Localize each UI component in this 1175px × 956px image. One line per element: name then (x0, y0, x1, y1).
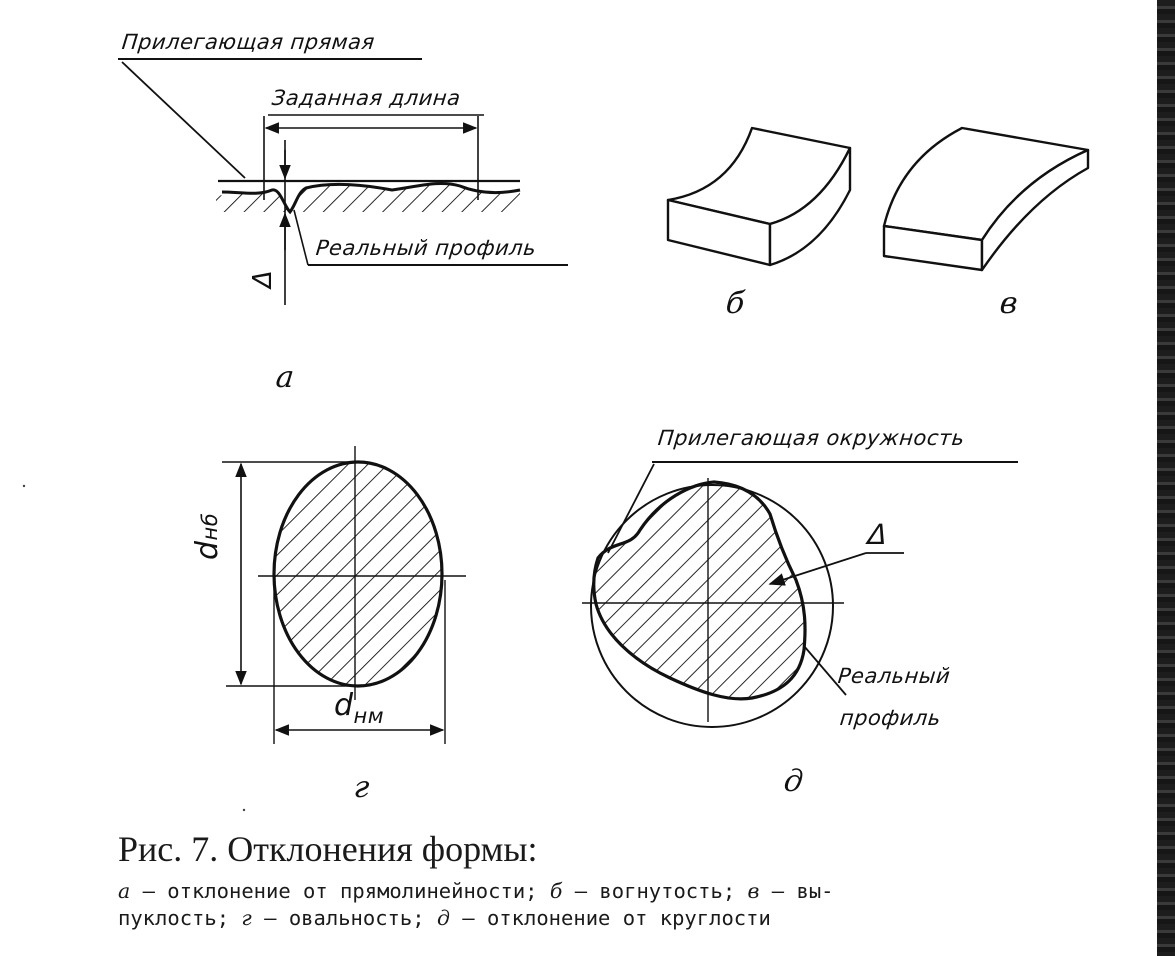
caption-line-2: пуклость; г — овальность; д — отклонение… (118, 905, 1118, 932)
panel-a-straightness (118, 58, 568, 305)
real-profile-leader (293, 209, 309, 266)
caption-text: — вогнутость; (562, 879, 748, 903)
adjacent-line-label: Прилегающая прямая (120, 30, 376, 54)
panel-g-ovality (222, 446, 466, 744)
panel-letter-v: в (998, 286, 1020, 321)
real-profile-hatch (216, 183, 520, 212)
figure-caption-title: Рис. 7. Отклонения формы: (118, 829, 538, 869)
caption-text: пуклость; (118, 906, 242, 930)
delta-leader (768, 552, 867, 586)
adjacent-line-leader (121, 61, 246, 179)
caption-text: — отклонение от круглости (449, 906, 771, 930)
d-max-label: dнб (190, 513, 225, 560)
d-min-subscript: нм (353, 704, 385, 728)
panel-letter-a: а (274, 360, 297, 395)
real-profile-roundness (592, 480, 807, 701)
real-profile-label-d-line1: Реальный (836, 664, 952, 688)
scan-dark-edge (1157, 0, 1175, 956)
real-profile-curve (221, 181, 521, 215)
convex-right-face (980, 148, 1090, 272)
adjacent-circle-leader (607, 463, 655, 554)
caption-key: г (241, 906, 252, 930)
d-max-letter: d (190, 540, 225, 560)
d-min-letter: d (334, 688, 354, 723)
caption-line-1: а — отклонение от прямолинейности; б — в… (118, 878, 1118, 905)
caption-key: б (549, 879, 563, 903)
caption-text: — овальность; (251, 906, 437, 930)
delta-label-a: Δ (248, 269, 279, 289)
panel-letter-d: д (782, 764, 806, 799)
oval-section (272, 460, 444, 688)
panel-letter-b: б (724, 286, 747, 321)
panel-d-roundness (582, 461, 1018, 728)
caption-key: в (747, 879, 760, 903)
caption-key: д (436, 906, 450, 930)
panel-b-concave-block (666, 126, 852, 267)
caption-text: — отклонение от прямолинейности; (130, 879, 550, 903)
d-max-subscript: нб (198, 512, 222, 541)
real-profile-label-a: Реальный профиль (314, 236, 538, 260)
real-profile-label-d-line2: профиль (838, 706, 943, 730)
caption-text: — вы- (759, 879, 834, 903)
delta-label-d: Δ (866, 518, 890, 551)
caption-key: а (118, 879, 131, 903)
real-profile-leader-d (803, 645, 847, 696)
concave-right-face (768, 146, 852, 267)
scan-speck (22, 484, 26, 488)
scan-speck (242, 808, 246, 812)
panel-v-convex-block (882, 126, 1090, 272)
given-length-label: Заданная длина (270, 86, 462, 110)
d-min-label: dнм (334, 688, 384, 728)
adjacent-circle-label: Прилегающая окружность (656, 426, 966, 450)
figure-caption-body: а — отклонение от прямолинейности; б — в… (118, 878, 1118, 932)
